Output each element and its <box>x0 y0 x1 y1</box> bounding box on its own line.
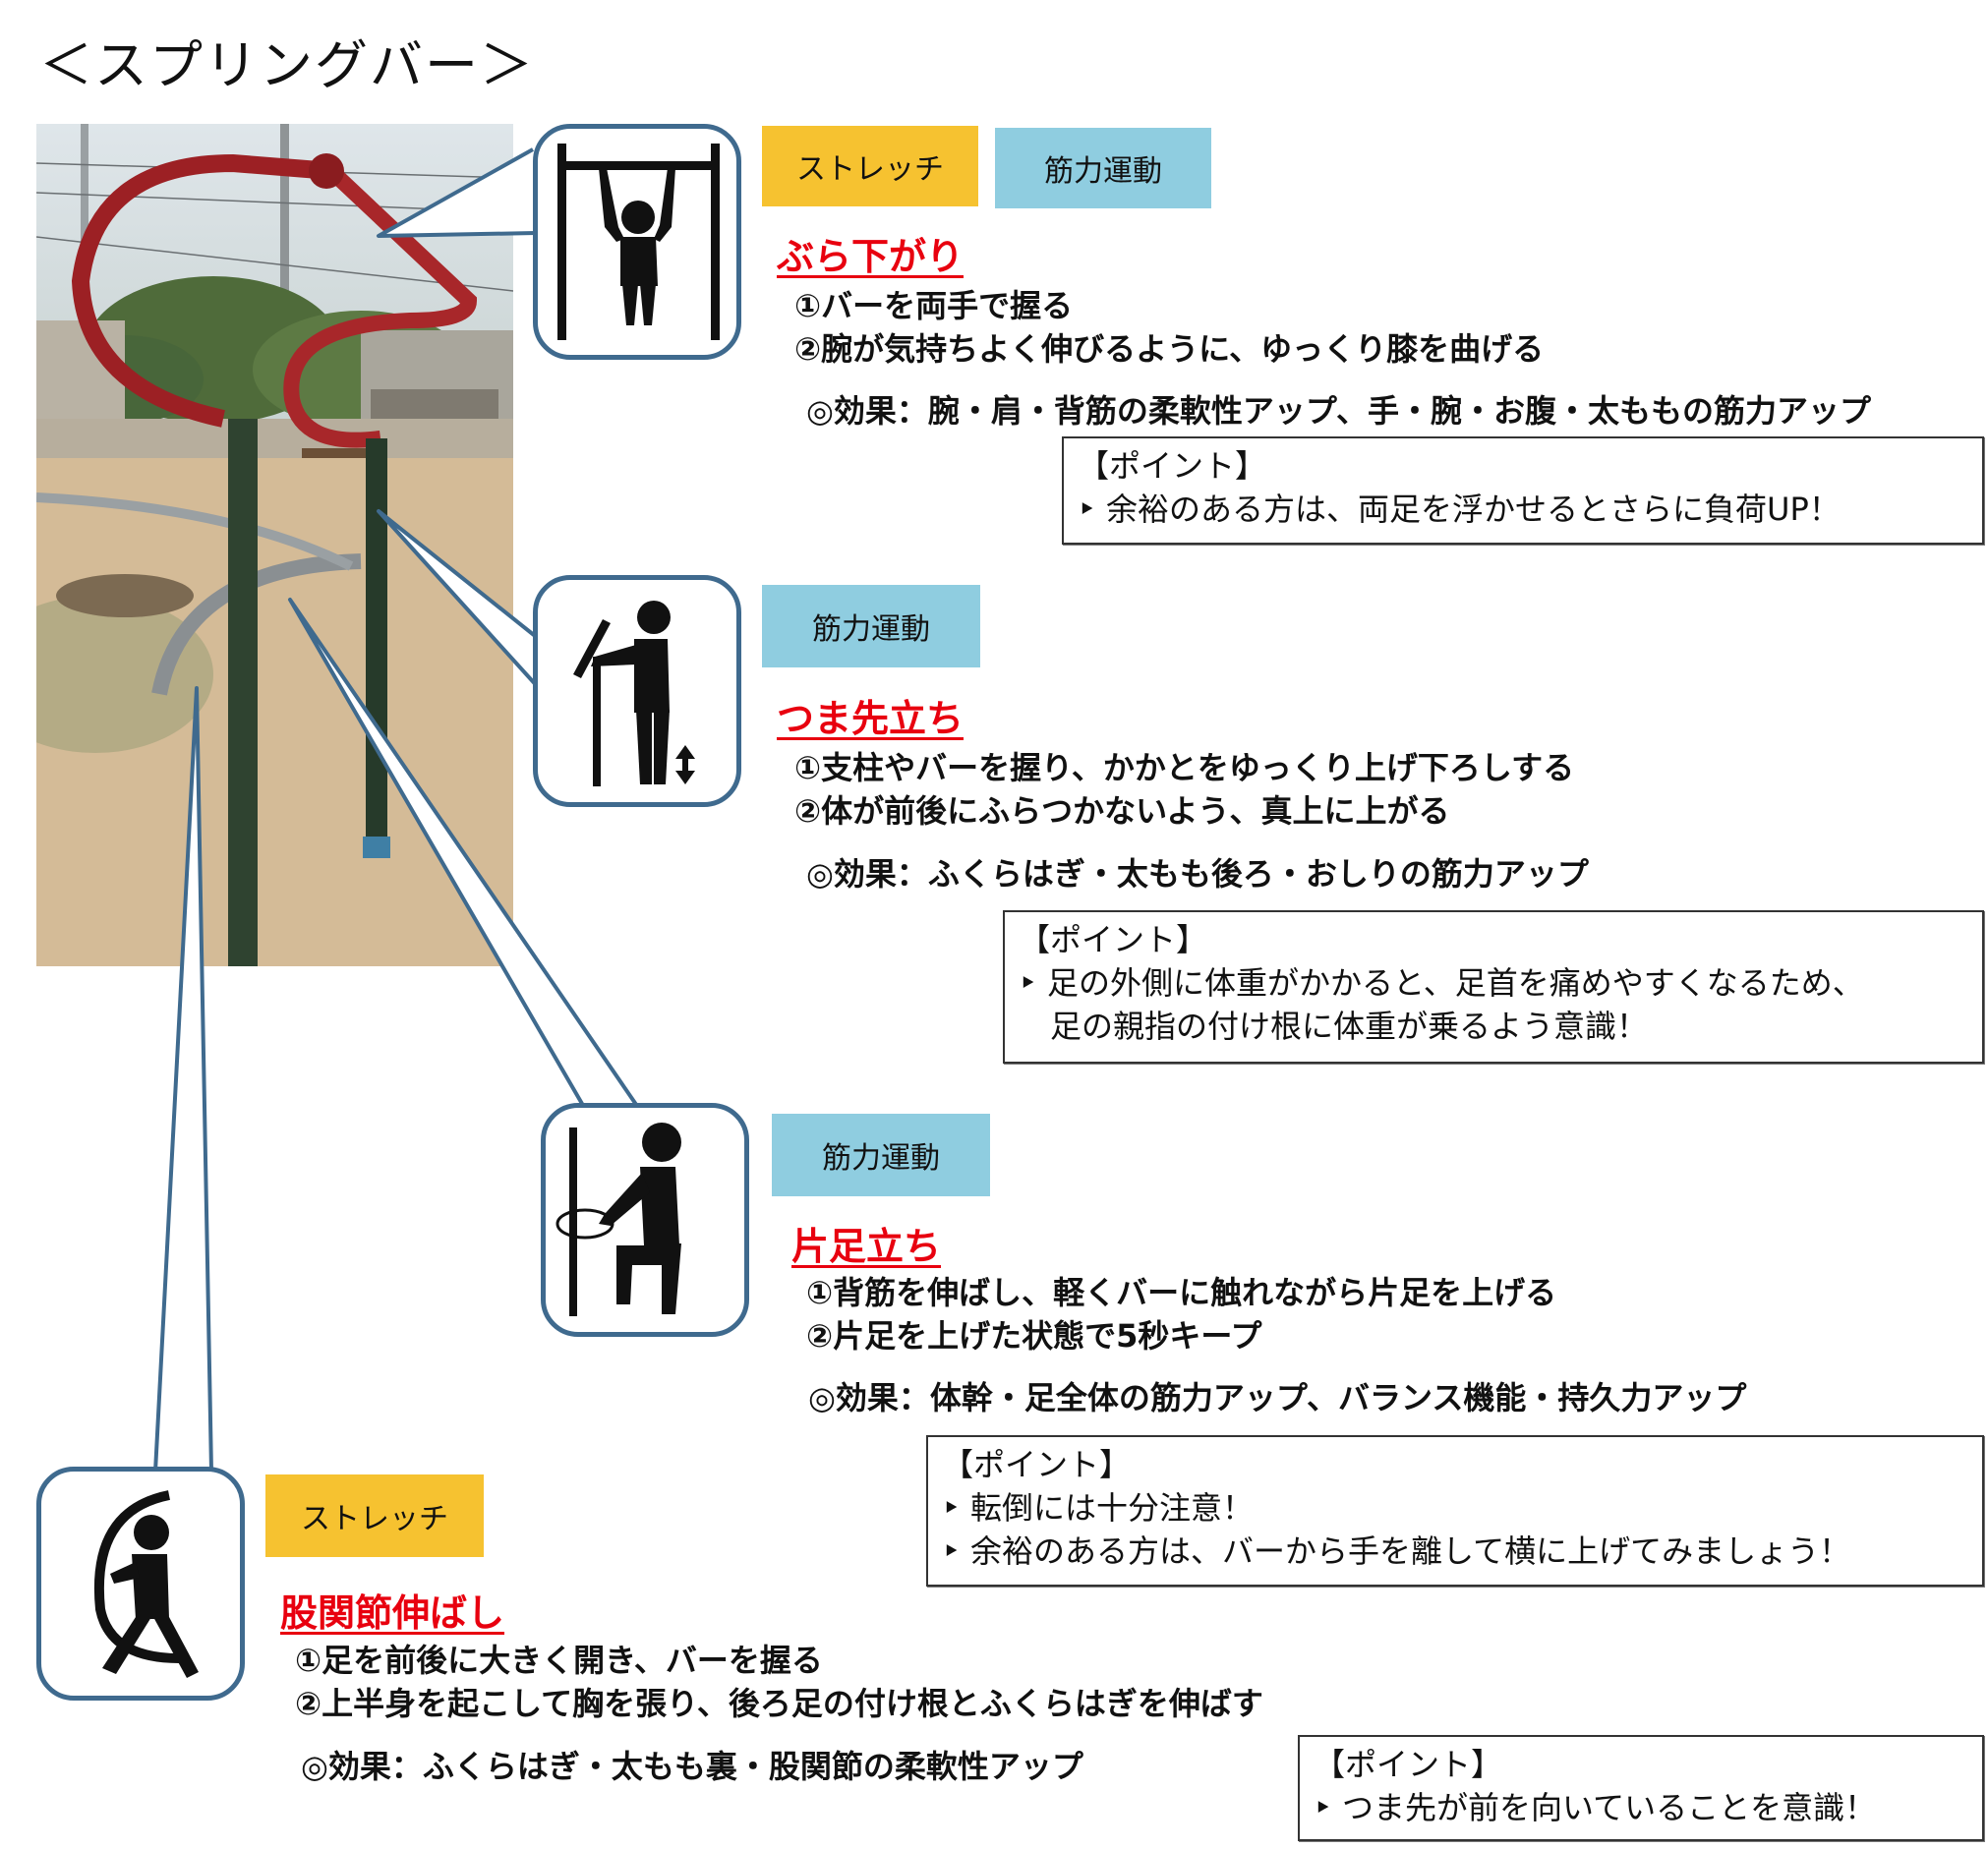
hanging-figure-icon <box>557 144 720 340</box>
exercise-step: ②腕が気持ちよく伸びるように、ゆっくり膝を曲げる <box>794 330 1545 368</box>
point-line: ‣ 転倒には十分注意！ <box>942 1489 1255 1527</box>
exercise-step: ①バーを両手で握る <box>794 287 1074 324</box>
page-title: ＜スプリングバー＞ <box>39 34 535 96</box>
exercise-title: 股関節伸ばし <box>280 1591 505 1635</box>
callout-one-leg <box>541 1103 749 1337</box>
exercise-effect: ◎効果：体幹・足全体の筋力アップ、バランス機能・持久力アップ <box>808 1379 1747 1416</box>
exercise-title: つま先立ち <box>777 697 965 740</box>
point-box: 【ポイント】 ‣ 転倒には十分注意！ ‣ 余裕のある方は、バーから手を離して横に… <box>926 1435 1984 1587</box>
point-box: 【ポイント】 ‣ 余裕のある方は、両足を浮かせるとさらに負荷UP！ <box>1062 436 1984 545</box>
spring-bar-photo <box>36 124 513 966</box>
callout-hip-stretch <box>36 1467 245 1701</box>
point-heading: 【ポイント】 <box>1019 921 1208 958</box>
tag-strength: 筋力運動 <box>772 1114 990 1196</box>
exercise-step: ①背筋を伸ばし、軽くバーに触れながら片足を上げる <box>806 1274 1557 1311</box>
point-heading: 【ポイント】 <box>1078 447 1267 485</box>
exercise-effect: ◎効果：腕・肩・背筋の柔軟性アップ、手・腕・お腹・太ももの筋力アップ <box>806 392 1871 430</box>
point-line: ‣ つま先が前を向いていることを意識！ <box>1314 1789 1877 1826</box>
exercise-title: 片足立ち <box>791 1225 942 1268</box>
exercise-title: ぶら下がり <box>777 235 965 278</box>
tag-stretch: ストレッチ <box>265 1474 484 1557</box>
tag-strength: 筋力運動 <box>995 128 1211 208</box>
hip-stretch-icon <box>93 1490 199 1678</box>
one-leg-stand-icon <box>555 1123 681 1316</box>
exercise-step: ①足を前後に大きく開き、バーを握る <box>295 1642 823 1679</box>
tag-strength: 筋力運動 <box>762 585 980 667</box>
point-line: ‣ 余裕のある方は、バーから手を離して横に上げてみましょう！ <box>942 1532 1851 1570</box>
point-heading: 【ポイント】 <box>1314 1746 1503 1783</box>
exercise-step: ②体が前後にふらつかないよう、真上に上がる <box>794 792 1450 830</box>
point-box: 【ポイント】 ‣ 足の外側に体重がかかると、足首を痛めやすくなるため、 足の親指… <box>1003 910 1984 1064</box>
tiptoe-figure-icon <box>573 601 695 786</box>
exercise-step: ②片足を上げた状態で5秒キープ <box>806 1317 1262 1355</box>
point-heading: 【ポイント】 <box>942 1446 1132 1483</box>
exercise-step: ②上半身を起こして胸を張り、後ろ足の付け根とふくらはぎを伸ばす <box>295 1685 1263 1722</box>
tag-stretch: ストレッチ <box>762 126 978 206</box>
point-line: ‣ 足の外側に体重がかかると、足首を痛めやすくなるため、 <box>1019 964 1864 1002</box>
callout-tiptoe <box>533 575 741 807</box>
exercise-effect: ◎効果：ふくらはぎ・太もも後ろ・おしりの筋力アップ <box>806 855 1589 893</box>
point-box: 【ポイント】 ‣ つま先が前を向いていることを意識！ <box>1298 1735 1984 1841</box>
point-line: ‣ 余裕のある方は、両足を浮かせるとさらに負荷UP！ <box>1078 491 1841 528</box>
exercise-effect: ◎効果：ふくらはぎ・太もも裏・股関節の柔軟性アップ <box>301 1748 1083 1785</box>
point-line: 足の親指の付け根に体重が乗るよう意識！ <box>1019 1008 1649 1045</box>
callout-hanging <box>533 124 741 360</box>
exercise-step: ①支柱やバーを握り、かかとをゆっくり上げ下ろしする <box>794 749 1575 786</box>
